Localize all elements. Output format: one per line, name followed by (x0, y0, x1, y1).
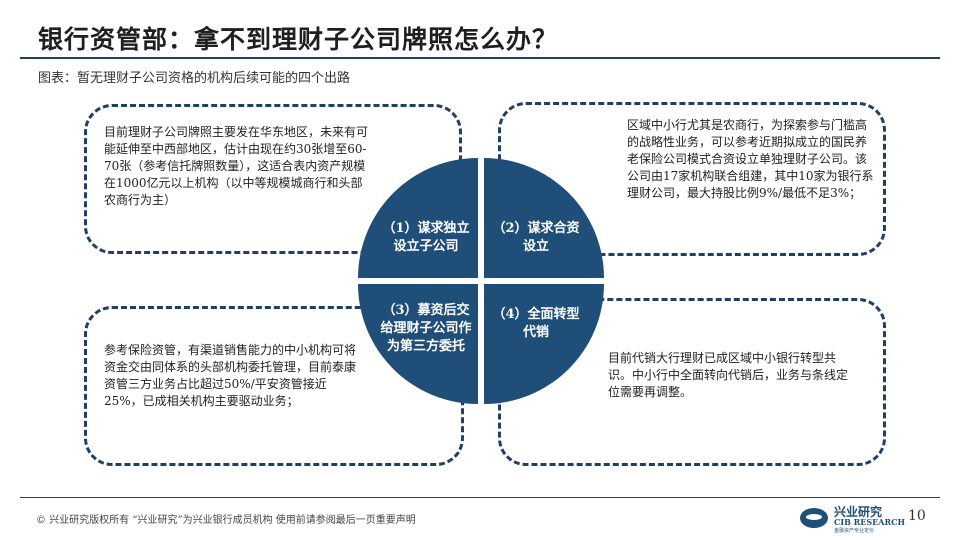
quadrant-1-label: （1）谋求独立设立子公司 (382, 221, 470, 254)
copyright-notice: © 兴业研究版权所有 “兴业研究”为兴业银行成员机构 使用前请参阅最后一页重要声… (36, 515, 416, 526)
page-number: 10 (908, 508, 926, 524)
quadrant-4-label: （4）全面转型代销 (492, 307, 580, 340)
cib-research-logo: 兴业研究 CIB RESEARCH 金融资产专业定价 (800, 502, 905, 536)
box-text-bottom-right: 目前代销大行理财已成区域中小银行转型共识。中小行中全面转向代销后，业务与条线定位… (608, 351, 849, 399)
box-text-top-left: 目前理财子公司牌照主要发在华东地区，未来有可能延伸至中西部地区，估计由现在约30… (104, 125, 369, 207)
quadrant-3-label: （3）募资后交给理财子公司作为第三方委托 (380, 303, 472, 354)
box-text-bottom-left: 参考保险资管，有渠道销售能力的中小机构可将资金交由同体系的头部机构委托管理，目前… (104, 343, 357, 408)
footer-divider (20, 497, 940, 498)
title-divider (20, 57, 940, 59)
logo-english-name: CIB RESEARCH (834, 517, 906, 527)
page-title: 银行资管部：拿不到理财子公司牌照怎么办？ (38, 25, 559, 54)
logo-tagline: 金融资产专业定价 (834, 528, 875, 534)
box-text-top-right: 区域中小行尤其是农商行，为探索参与门槛高的战略性业务，可以参考近期拟成立的国民养… (627, 118, 874, 200)
logo-chinese-name: 兴业研究 (834, 505, 883, 519)
figure-caption: 图表：暂无理财子公司资格的机构后续可能的四个出路 (38, 71, 351, 86)
quadrant-2: （2）谋求合资设立 (484, 158, 604, 278)
box-top-left (84, 104, 462, 254)
quadrant-2-label: （2）谋求合资设立 (492, 221, 580, 254)
cib-logo-icon (800, 508, 828, 528)
